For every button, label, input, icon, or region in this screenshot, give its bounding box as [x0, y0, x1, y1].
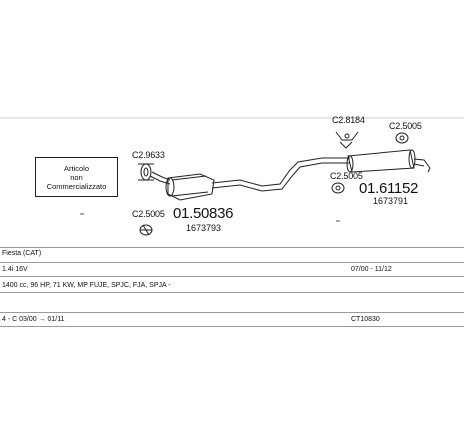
part-code-bracket[interactable]: C2.8184	[332, 115, 365, 125]
clamp-part[interactable]	[138, 163, 154, 181]
catalog-code: CT10830	[351, 316, 380, 323]
part-code-front-pipe[interactable]: 01.50836	[173, 205, 234, 222]
row-divider	[0, 326, 464, 327]
oem-number-front-pipe: 1673793	[186, 223, 222, 233]
not-commercialized-notice: Articolo non Commercializzato	[35, 157, 118, 197]
rubber-mount-top-part[interactable]	[395, 132, 409, 144]
vehicle-engine: 1.4i 16V	[2, 266, 28, 273]
part-code-rubber-mount-top[interactable]: C2.5005	[389, 121, 422, 131]
row-divider	[0, 247, 464, 248]
vehicle-years: 07/00 - 11/12	[351, 266, 392, 273]
gasket-left-part[interactable]	[139, 224, 153, 236]
row-divider	[0, 262, 464, 263]
notice-line: Articolo	[63, 164, 89, 173]
vehicle-model: Fiesta (CAT)	[2, 250, 42, 257]
notice-line: Commercializzato	[46, 182, 107, 191]
part-code-gasket-left[interactable]: C2.5005	[132, 209, 165, 219]
front-pipe-part[interactable]	[149, 157, 350, 201]
vehicle-chassis: 4 - C 03/00 → 01/11	[2, 316, 65, 323]
vehicle-spec: 1400 cc, 96 HP, 71 KW, MP FUJE, SPJC, FJ…	[2, 282, 171, 289]
row-divider	[0, 312, 464, 313]
row-divider	[0, 276, 464, 277]
bracket-part[interactable]	[335, 131, 359, 149]
row-divider	[0, 292, 464, 293]
notice-line: non	[70, 173, 83, 182]
part-code-clamp[interactable]: C2.9633	[132, 150, 165, 160]
oem-number-rear-silencer: 1673791	[373, 196, 409, 206]
part-code-rubber-mount-mid[interactable]: C2.5005	[330, 171, 363, 181]
rubber-mount-mid-part[interactable]	[331, 182, 345, 194]
rear-silencer-part[interactable]	[346, 149, 431, 173]
part-code-rear-silencer[interactable]: 01.61152	[359, 180, 419, 197]
